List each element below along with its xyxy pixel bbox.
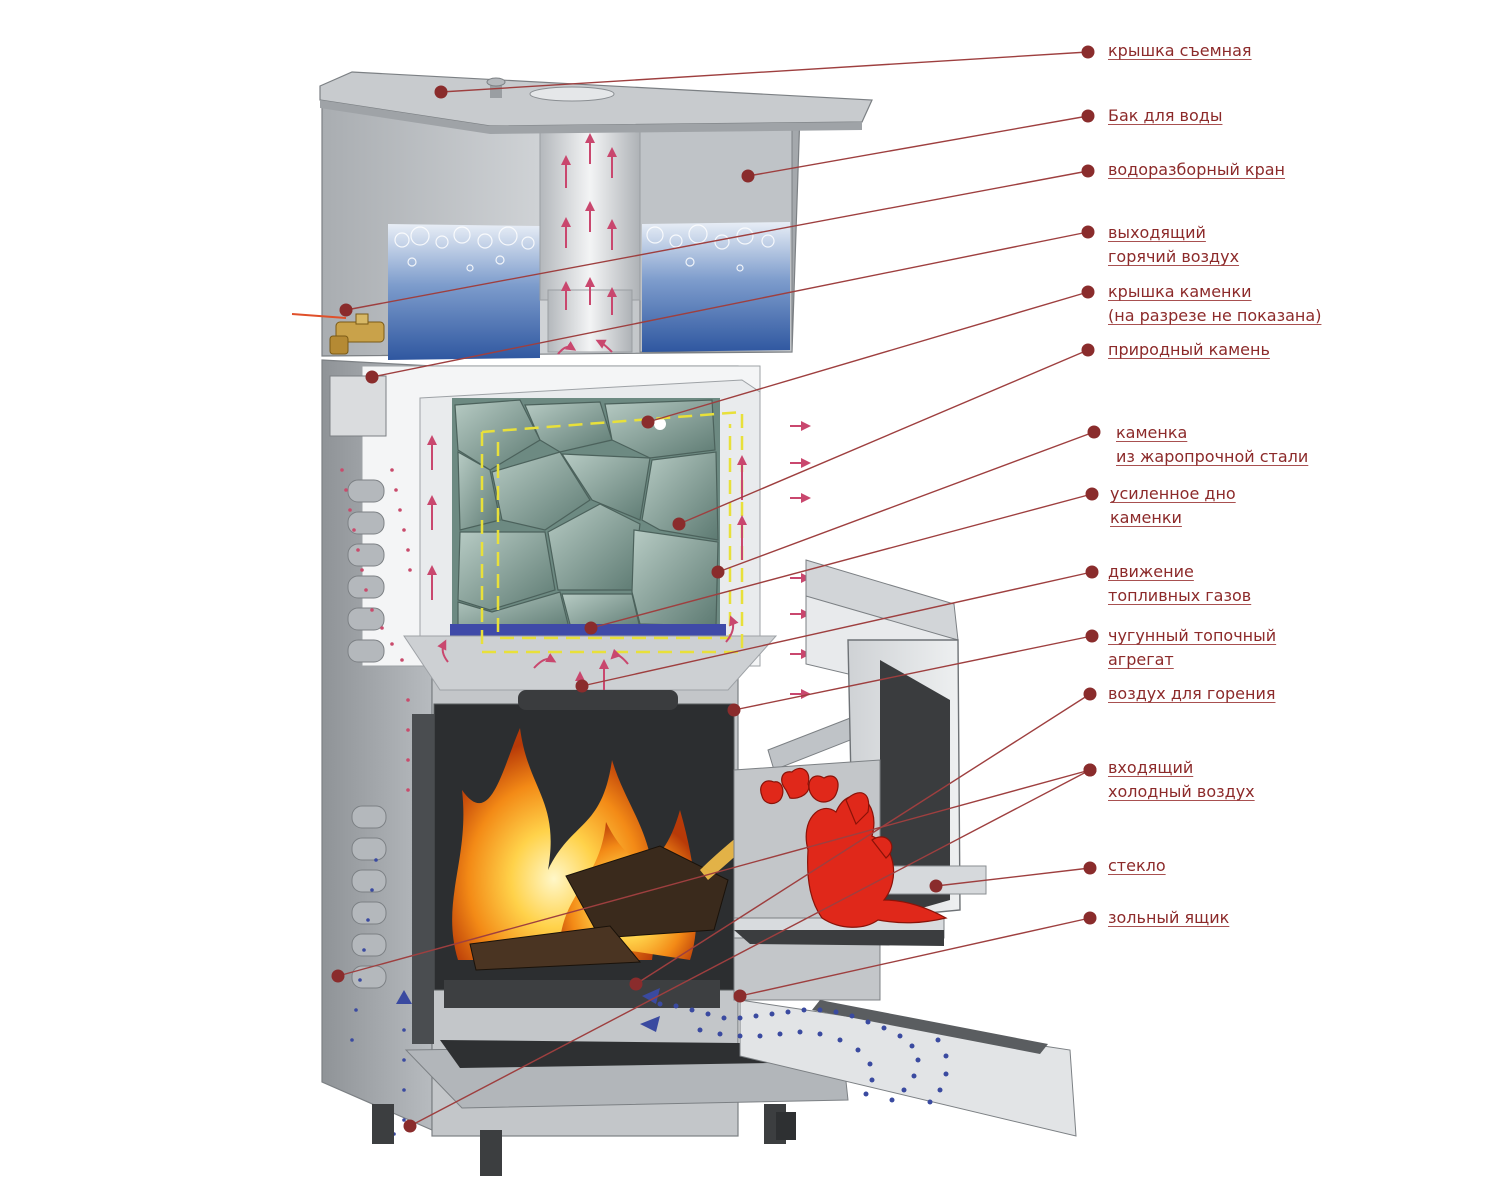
callout-line: каменки xyxy=(1110,508,1182,527)
dragon-icon xyxy=(760,767,948,928)
callout-glass: стекло xyxy=(1108,854,1488,878)
leader-dot xyxy=(1085,565,1099,579)
callout-line: воздух для горения xyxy=(1108,684,1276,703)
leader-line xyxy=(337,769,1091,977)
leader-line xyxy=(440,51,1089,93)
callout-line: крышка съемная xyxy=(1108,41,1252,60)
callout-reinforced-bottom: усиленное дно каменки xyxy=(1110,482,1490,530)
leader-dot xyxy=(331,969,345,983)
leader-dot xyxy=(1083,763,1097,777)
leader-line xyxy=(409,769,1091,1127)
callout-line: топливных газов xyxy=(1108,586,1252,605)
leader-dot xyxy=(1083,861,1097,875)
leader-dot xyxy=(1087,425,1101,439)
callout-line: входящий xyxy=(1108,758,1194,777)
leader-dot xyxy=(1081,164,1095,178)
leader-dot xyxy=(641,415,655,429)
natural-stones xyxy=(454,399,719,633)
leader-dot xyxy=(365,370,379,384)
leader-line xyxy=(717,431,1095,573)
leader-dot xyxy=(1085,487,1099,501)
leader-dot xyxy=(629,977,643,991)
callout-line: выходящий xyxy=(1108,223,1206,242)
leader-dot xyxy=(1081,343,1095,357)
leader-dot xyxy=(403,1119,417,1133)
callout-line: агрегат xyxy=(1108,650,1174,669)
callout-ash-box: зольный ящик xyxy=(1108,906,1488,930)
leader-dot xyxy=(727,703,741,717)
callout-water-tap: водоразборный кран xyxy=(1108,158,1488,182)
callout-water-tank: Бак для воды xyxy=(1108,104,1488,128)
leader-dot xyxy=(1081,225,1095,239)
callout-cast-iron-firebox: чугунный топочный агрегат xyxy=(1108,624,1488,672)
leader-line xyxy=(371,231,1089,378)
leader-line xyxy=(678,349,1089,525)
callout-line: природный камень xyxy=(1108,340,1270,359)
callout-line: (на разрезе не показана) xyxy=(1108,306,1322,325)
callout-line: водоразборный кран xyxy=(1108,160,1286,179)
callout-steel-heater: каменка из жаропрочной стали xyxy=(1116,421,1496,469)
combustion-gas-path xyxy=(480,410,744,654)
callout-combustion-air: воздух для горения xyxy=(1108,682,1488,706)
water-tap-icon xyxy=(291,313,385,355)
leader-line xyxy=(581,571,1093,687)
cold-air-flow xyxy=(640,988,949,1105)
callout-outgoing-hot-air: выходящий горячий воздух xyxy=(1108,221,1488,269)
leader-dot xyxy=(434,85,448,99)
leader-dot xyxy=(584,621,598,635)
leader-line xyxy=(733,635,1093,711)
leader-dot xyxy=(575,679,589,693)
hot-air-dots xyxy=(340,468,412,792)
air-vents xyxy=(329,375,412,1140)
callout-line: холодный воздух xyxy=(1108,782,1255,801)
removable-lid xyxy=(319,71,873,134)
callout-natural-stone: природный камень xyxy=(1108,338,1488,362)
leader-dot xyxy=(1081,109,1095,123)
callout-line: усиленное дно xyxy=(1110,484,1236,503)
leader-dot xyxy=(1083,911,1097,925)
leader-line xyxy=(935,867,1091,887)
cold-air-dots xyxy=(350,858,406,1140)
leader-dot xyxy=(929,879,943,893)
leader-dot xyxy=(733,989,747,1003)
leader-dot xyxy=(1081,45,1095,59)
leader-line xyxy=(635,693,1091,985)
callout-leaders xyxy=(331,45,1101,1133)
leader-dot xyxy=(711,565,725,579)
callout-line: движение xyxy=(1108,562,1194,581)
leader-dot xyxy=(1081,285,1095,299)
callout-removable-lid: крышка съемная xyxy=(1108,39,1488,63)
water-bubbles xyxy=(394,224,775,272)
leader-line xyxy=(345,170,1089,311)
leader-dot xyxy=(672,517,686,531)
leader-dot xyxy=(741,169,755,183)
callout-incoming-cold-air: входящий холодный воздух xyxy=(1108,756,1488,804)
leader-dot xyxy=(1085,629,1099,643)
callout-line: из жаропрочной стали xyxy=(1116,447,1309,466)
callout-line: каменка xyxy=(1116,423,1188,442)
callout-line: чугунный топочный xyxy=(1108,626,1277,645)
cast-iron-firebox xyxy=(412,690,782,1044)
callout-line: стекло xyxy=(1108,856,1166,875)
leader-line xyxy=(747,115,1089,177)
leader-line xyxy=(739,917,1091,997)
callout-line: зольный ящик xyxy=(1108,908,1230,927)
leader-line xyxy=(590,493,1093,629)
callout-line: крышка каменки xyxy=(1108,282,1252,301)
callout-fuel-gas-movement: движение топливных газов xyxy=(1108,560,1488,608)
leader-dot xyxy=(339,303,353,317)
leader-dot xyxy=(1083,687,1097,701)
callout-line: Бак для воды xyxy=(1108,106,1223,125)
callout-heater-lid: крышка каменки (на разрезе не показана) xyxy=(1108,280,1488,328)
leader-line xyxy=(647,291,1089,423)
callout-line: горячий воздух xyxy=(1108,247,1240,266)
